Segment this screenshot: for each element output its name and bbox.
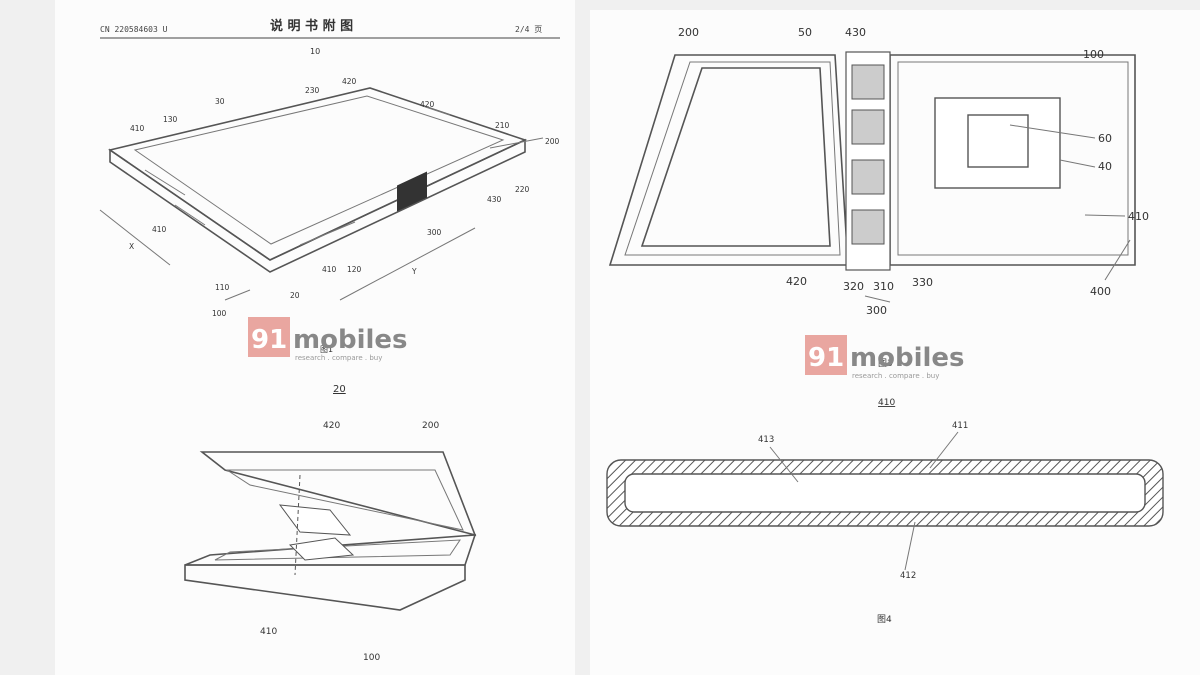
fig3-label: 400: [1090, 285, 1111, 298]
fig4-label: 411: [952, 421, 968, 431]
fig3-label: 300: [866, 304, 887, 317]
fig1-label: 120: [347, 265, 362, 274]
fig1-device-drawing: [108, 87, 528, 273]
patent-sheet-left: CN 220584603 U 说 明 书 附 图 2/4 页 10 30 230…: [55, 0, 575, 675]
doc-title: 说 明 书 附 图: [270, 18, 353, 34]
figures-3-4: 200 50 430 100 60 40 410 420 320 310 330…: [606, 26, 1164, 625]
fig2-label: 420: [323, 421, 340, 431]
watermark-tagline: research . compare . buy: [295, 354, 382, 362]
fig3-label: 40: [1098, 160, 1112, 173]
fig1-label: 110: [215, 283, 230, 292]
fig3-leaders: [864, 124, 1131, 303]
fig3-label: 60: [1098, 132, 1112, 145]
fig1-arrows: [99, 137, 544, 301]
watermark-brand: mobiles: [850, 343, 965, 373]
patent-sheet-right: 200 50 430 100 60 40 410 420 320 310 330…: [590, 10, 1200, 675]
fig3-label: 410: [1128, 210, 1149, 223]
fig3-label: 320: [843, 280, 864, 293]
fig1-label: 100: [212, 309, 227, 318]
fig3-label: 430: [845, 26, 866, 39]
fig1-label: 20: [290, 291, 300, 300]
page-number: 2/4 页: [515, 25, 542, 34]
fig2-label: 410: [260, 627, 277, 637]
fig3-label: 50: [798, 26, 812, 39]
fig2-device-drawing: [184, 451, 477, 611]
fig3-label: 330: [912, 276, 933, 289]
fig1-label: 430: [487, 195, 502, 204]
fig1-caption: 图1: [320, 345, 333, 354]
fig1-label: 410: [130, 124, 145, 133]
fig1-label: 410: [322, 265, 337, 274]
figures-1-2: CN 220584603 U 说 明 书 附 图 2/4 页 10 30 230…: [99, 18, 560, 663]
doc-number: CN 220584603 U: [100, 25, 168, 34]
fig4-ref: 410: [878, 398, 895, 408]
fig1-label: X: [129, 242, 134, 251]
fig1-label: 30: [215, 97, 225, 106]
fig1-label: 300: [427, 228, 442, 237]
fig4-label: 412: [900, 571, 916, 581]
fig1-label: 420: [420, 100, 435, 109]
fig3-caption: 图3: [878, 358, 893, 369]
fig1-ref: 10: [310, 47, 320, 56]
watermark-tagline: research . compare . buy: [852, 372, 939, 380]
watermark-number: 91: [251, 325, 287, 355]
watermark-brand: mobiles: [293, 325, 408, 355]
fig3-label: 200: [678, 26, 699, 39]
fig4-caption: 图4: [877, 614, 892, 625]
watermark-number: 91: [808, 343, 844, 373]
fig1-label: 210: [495, 121, 510, 130]
fig1-label: Y: [411, 267, 417, 276]
fig3-label: 420: [786, 275, 807, 288]
fig3-label: 310: [873, 280, 894, 293]
fig1-label: 230: [305, 86, 320, 95]
fig1-label: 130: [163, 115, 178, 124]
watermark-91mobiles: 91 mobiles research . compare . buy: [805, 335, 965, 380]
fig4-label: 413: [758, 435, 774, 445]
fig1-label: 200: [545, 137, 560, 146]
fig2-ref: 20: [333, 384, 346, 395]
fig1-label: 220: [515, 185, 530, 194]
fig3-hinge: [845, 51, 891, 271]
fig2-label: 200: [422, 421, 439, 431]
fig2-label: 100: [363, 653, 380, 663]
fig1-label: 420: [342, 77, 357, 86]
fig3-label: 100: [1083, 48, 1104, 61]
fig4-cross-section: [606, 431, 1164, 571]
watermark-91mobiles: 91 mobiles research . compare . buy: [248, 317, 408, 362]
fig3-device-drawing: [608, 51, 1136, 271]
fig1-label: 410: [152, 225, 167, 234]
